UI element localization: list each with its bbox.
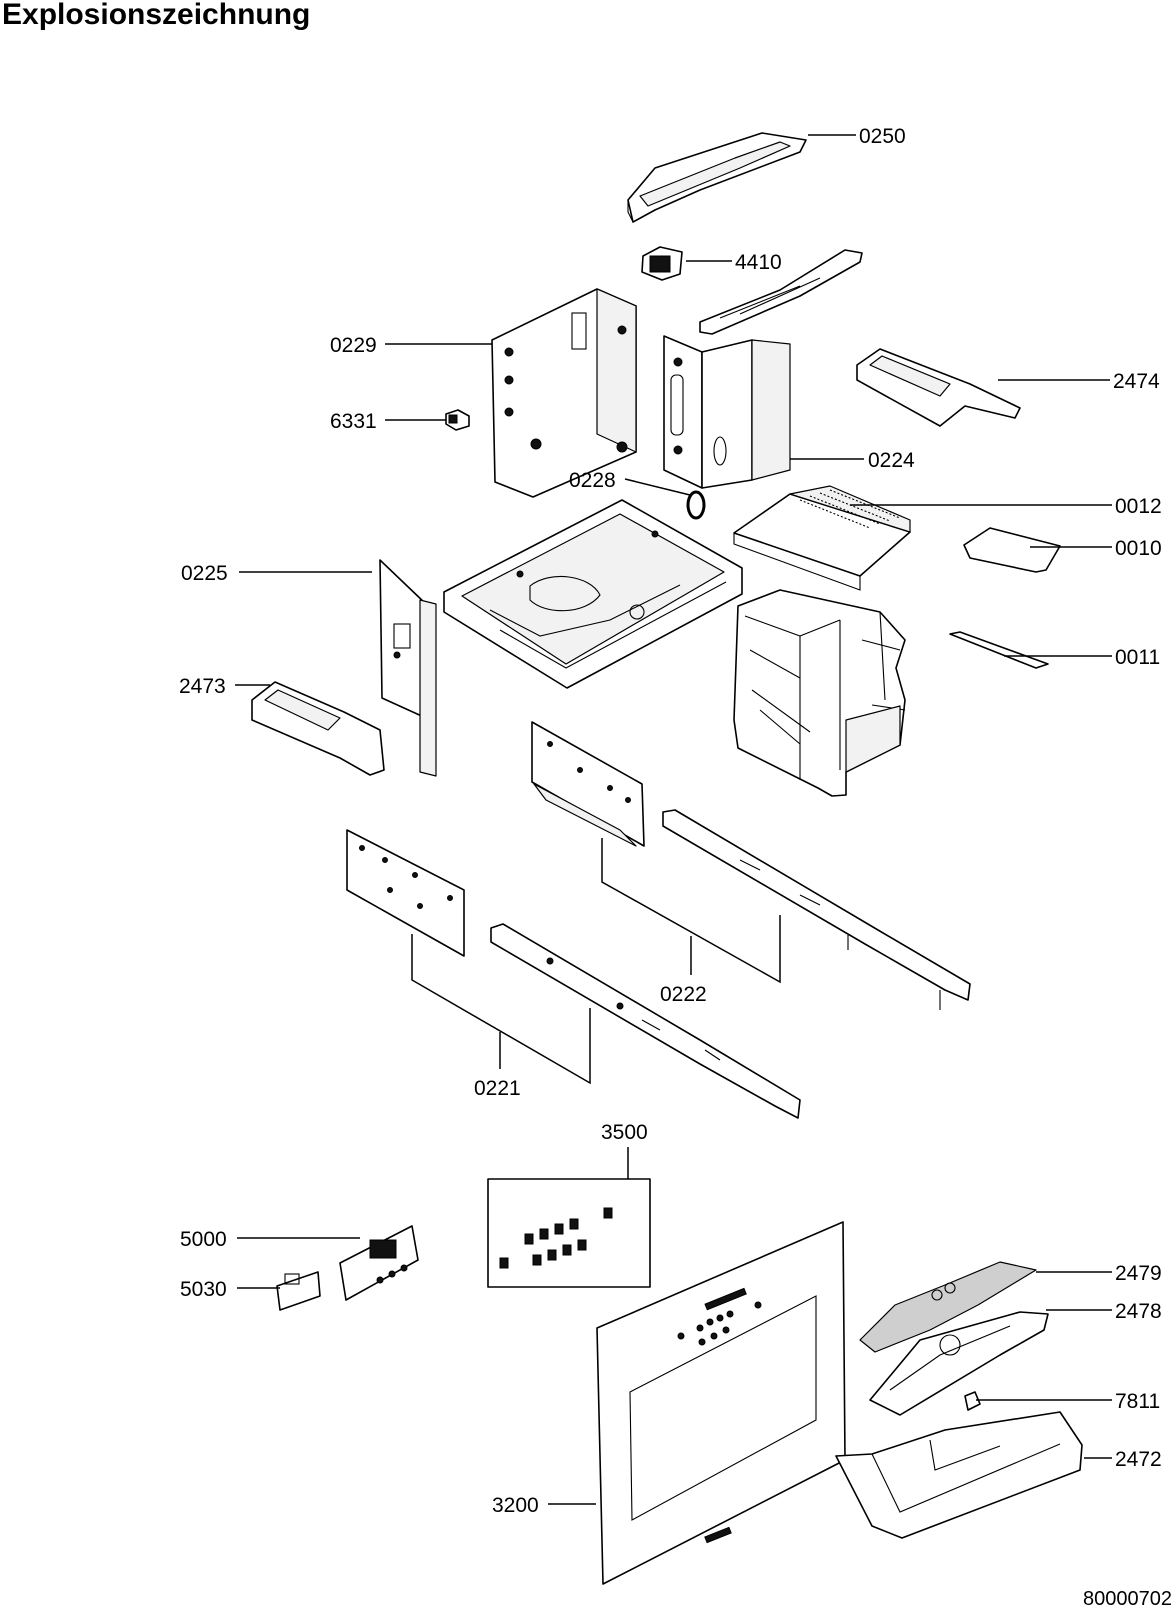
part-2473 — [251, 681, 385, 776]
part-0222-panel — [531, 721, 645, 847]
label-0012: 0012 — [1115, 495, 1162, 518]
label-2479: 2479 — [1115, 1262, 1162, 1285]
part-5000 — [339, 1225, 419, 1301]
part-2472 — [835, 1411, 1083, 1539]
part-2474 — [856, 348, 1021, 427]
label-0228: 0228 — [569, 469, 616, 492]
label-5000: 5000 — [180, 1228, 227, 1251]
part-0228 — [686, 490, 706, 520]
part-3200 — [596, 1221, 846, 1585]
part-0221-rail — [490, 923, 801, 1119]
part-0010 — [963, 527, 1061, 573]
part-2478 — [869, 1311, 1049, 1416]
part-0011 — [949, 631, 1049, 669]
part-7811 — [964, 1391, 981, 1411]
label-2478: 2478 — [1115, 1300, 1162, 1323]
part-4410 — [641, 246, 683, 281]
label-0011: 0011 — [1115, 646, 1160, 669]
part-6331 — [445, 409, 470, 431]
label-6331: 6331 — [330, 410, 377, 433]
leader-lines — [235, 134, 1112, 1505]
label-0250: 0250 — [859, 125, 906, 148]
part-0229 — [491, 288, 637, 498]
part-0225 — [379, 559, 437, 777]
label-3500: 3500 — [601, 1121, 648, 1144]
label-0224: 0224 — [868, 449, 915, 472]
part-5030 — [276, 1271, 321, 1311]
page-title: Explosionszeichnung — [2, 0, 311, 31]
part-3500 — [487, 1178, 651, 1288]
label-4410: 4410 — [735, 251, 782, 274]
label-0010: 0010 — [1115, 537, 1162, 560]
label-5030: 5030 — [180, 1278, 227, 1301]
label-0221: 0221 — [474, 1077, 521, 1100]
part-0221-panel — [346, 829, 465, 957]
label-3200: 3200 — [492, 1494, 539, 1517]
label-2473: 2473 — [179, 675, 226, 698]
part-brewing-unit — [733, 589, 906, 797]
label-7811: 7811 — [1115, 1390, 1160, 1413]
part-number-labels: 0250 4410 0229 6331 2474 0224 0228 0012 … — [179, 125, 1162, 1517]
part-0012 — [733, 485, 911, 591]
part-2479 — [859, 1261, 1037, 1353]
part-0224 — [663, 335, 791, 489]
label-2472: 2472 — [1115, 1448, 1162, 1471]
document-number: 80000702 — [1083, 1588, 1172, 1610]
label-2474: 2474 — [1113, 370, 1160, 393]
part-0250 — [627, 132, 807, 223]
label-0222: 0222 — [660, 983, 707, 1006]
part-base-frame — [443, 499, 743, 689]
part-4410-rail — [699, 249, 863, 335]
label-0225: 0225 — [181, 562, 228, 585]
label-0229: 0229 — [330, 334, 377, 357]
part-0222-rail — [662, 809, 971, 1010]
